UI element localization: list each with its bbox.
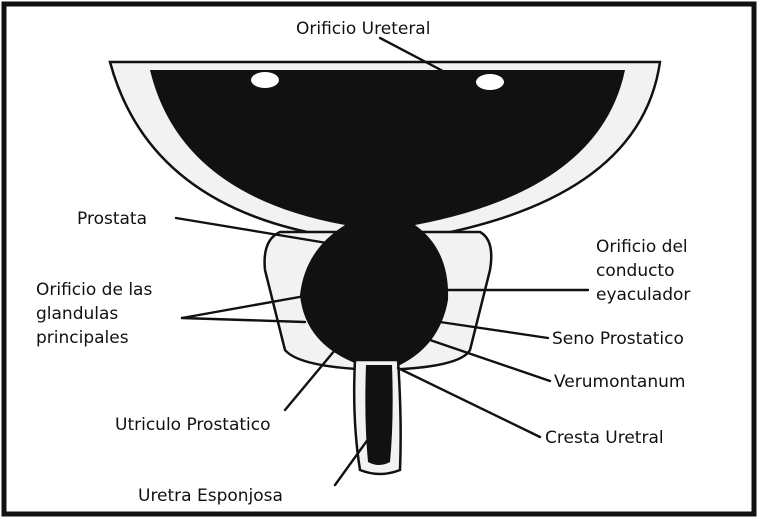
label-prostata: Prostata — [77, 209, 147, 229]
leader-glandulas-2 — [180, 316, 307, 324]
label-seno-prostatico: Seno Prostatico — [552, 329, 684, 349]
leader-uretra-esponjosa — [333, 418, 384, 487]
leader-seno-prostatico — [438, 320, 550, 340]
label-utriculo-prostatico: Utriculo Prostatico — [115, 415, 271, 435]
label-orificio-ureteral: Orificio Ureteral — [296, 19, 430, 39]
leader-cresta-uretral — [396, 366, 542, 439]
bladder-interior — [150, 70, 625, 225]
ureteral-orifice-right — [476, 74, 504, 90]
label-orificio-conducto-line1: Orificio del — [596, 237, 688, 257]
label-verumontanum: Verumontanum — [554, 372, 685, 392]
leader-prostata — [174, 216, 347, 248]
leader-orificio-ureteral — [378, 36, 462, 82]
label-orificio-conducto-line3: eyaculador — [596, 285, 690, 305]
spongy-urethra-lumen — [365, 365, 393, 465]
leader-glandulas-1 — [180, 294, 307, 320]
label-orificio-glandulas-line1: Orificio de las — [36, 280, 152, 300]
leader-verumontanum — [428, 338, 552, 383]
label-orificio-glandulas-line3: principales — [36, 328, 129, 348]
frame-border — [1, 1, 757, 517]
prostatic-urethra — [300, 225, 449, 365]
label-uretra-esponjosa: Uretra Esponjosa — [138, 486, 283, 506]
ureteral-orifice-left — [251, 72, 279, 88]
label-cresta-uretral: Cresta Uretral — [545, 428, 664, 448]
label-orificio-conducto-line2: conducto — [596, 261, 675, 281]
label-orificio-glandulas-line2: glandulas — [36, 304, 118, 324]
leader-utriculo — [283, 348, 337, 412]
